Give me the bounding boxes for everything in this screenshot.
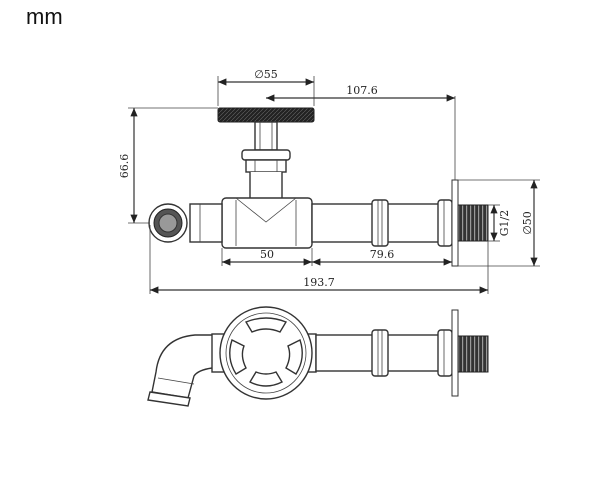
- front-view: [148, 107, 489, 267]
- label-overall-length: 193.7: [303, 276, 335, 289]
- unit-label: mm: [26, 4, 63, 29]
- valve-stem: [254, 121, 278, 151]
- dimension-lines: [128, 76, 540, 294]
- label-segment-a: 50: [260, 248, 274, 261]
- wall-flange: [451, 179, 459, 267]
- label-spout-length: 107.6: [346, 84, 378, 97]
- handle-wheel-top: [219, 306, 313, 400]
- pipe-ring: [371, 199, 389, 247]
- wall-flange-top: [451, 309, 459, 397]
- label-height: 66.6: [118, 154, 131, 179]
- label-handle-diameter: ∅55: [254, 68, 278, 81]
- threaded-connector-top: [457, 335, 489, 373]
- label-segment-b: 79.6: [370, 248, 395, 261]
- dimension-labels: ∅55 107.6 66.6 G1/2 ∅50 50 79.6 193.7: [118, 68, 534, 289]
- valve-bonnet: [241, 149, 291, 161]
- handle-wheel: [217, 107, 315, 123]
- tee-body: [221, 197, 313, 249]
- threaded-connector: [457, 204, 489, 242]
- top-view: [147, 306, 489, 407]
- label-flange-diameter: ∅50: [521, 211, 534, 235]
- label-thread: G1/2: [498, 210, 511, 237]
